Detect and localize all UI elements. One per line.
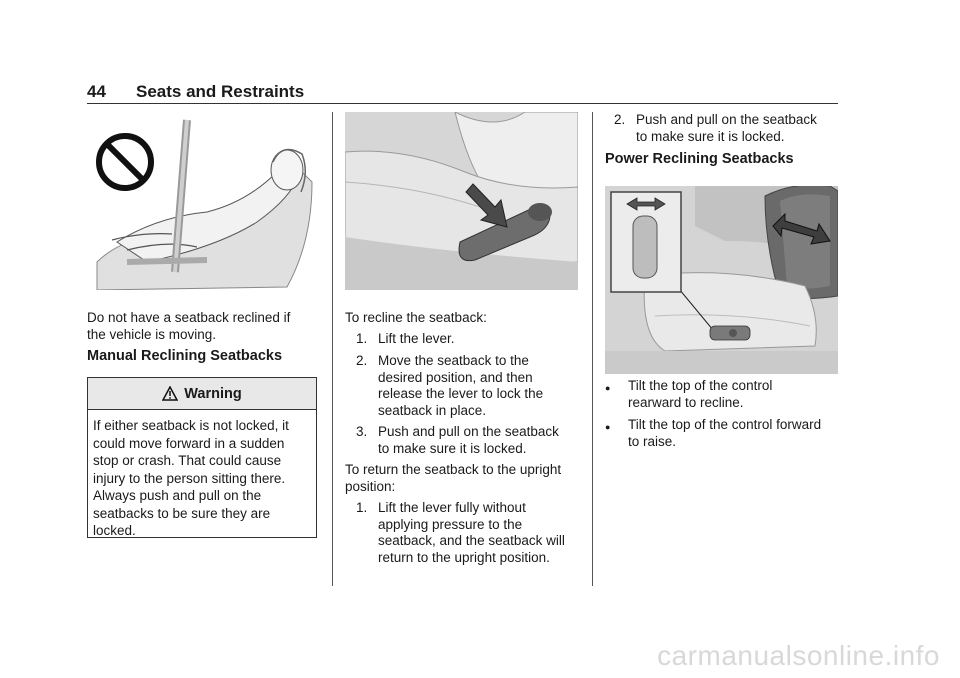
step-text: Push and pull on the seatback to make su…	[636, 112, 817, 145]
bullet-icon: ●	[605, 383, 611, 393]
step-number: 3.	[356, 424, 368, 439]
step-line: Lift the lever fully without	[378, 500, 526, 515]
bullet-icon: ●	[605, 422, 611, 432]
warning-line: If either seatback is not locked, it	[93, 418, 289, 433]
warning-text: If either seatback is not locked, it cou…	[88, 410, 316, 540]
return-intro: To return the seatback to the upright po…	[345, 462, 561, 495]
step-number: 2.	[356, 353, 368, 368]
step-text: Lift the lever fully without applying pr…	[378, 500, 565, 566]
power-reclining-heading: Power Reclining Seatbacks	[605, 151, 794, 167]
column-divider-1	[332, 112, 333, 586]
section-title: Seats and Restraints	[136, 82, 305, 101]
step-number: 2.	[614, 112, 626, 127]
warning-line: seatbacks to be sure they are	[93, 505, 271, 521]
step-line: Lift the lever.	[378, 331, 455, 346]
bullet-text: Tilt the top of the control forward to r…	[628, 417, 821, 450]
manual-reclining-heading: Manual Reclining Seatbacks	[87, 348, 283, 364]
step-number: 1.	[356, 331, 368, 346]
step-text: Push and pull on the seatback to make su…	[378, 424, 559, 457]
warning-line: locked.	[93, 523, 136, 538]
header-rule	[87, 103, 838, 104]
page-number: 44	[87, 82, 106, 101]
bullet-text: Tilt the top of the control rearward to …	[628, 378, 772, 411]
step-line: Push and pull on the seatback	[636, 112, 817, 127]
warning-triangle-icon	[162, 386, 179, 401]
warning-title: Warning	[184, 385, 242, 402]
step-line: to make sure it is locked.	[378, 440, 527, 456]
step-line: seatback, and the seatback will	[378, 533, 565, 548]
bullet-line: to raise.	[628, 433, 677, 449]
watermark: carmanualsonline.info	[657, 640, 940, 671]
step-line: return to the upright position.	[378, 549, 550, 565]
warning-box: Warning If either seatback is not locked…	[87, 377, 317, 538]
warning-line: could move forward in a sudden	[93, 435, 285, 451]
step-line: to make sure it is locked.	[636, 128, 785, 144]
warning-header: Warning	[88, 378, 316, 410]
reclined-passenger-illustration	[87, 112, 315, 290]
caption-line: the vehicle is moving.	[87, 326, 217, 342]
column-divider-2	[592, 112, 593, 586]
step-line: applying pressure to the	[378, 516, 523, 532]
warning-line: Always push and pull on the	[93, 488, 262, 503]
warning-line: injury to the person sitting there.	[93, 470, 286, 486]
return-line: To return the seatback to the upright	[345, 462, 562, 477]
power-control-illustration	[605, 186, 838, 374]
warning-line: stop or crash. That could cause	[93, 453, 282, 468]
caption-line: Do not have a seatback reclined if	[87, 310, 291, 325]
return-line: position:	[345, 478, 396, 494]
bullet-line: rearward to recline.	[628, 394, 744, 410]
step-line: Push and pull on the seatback	[378, 424, 559, 439]
bullet-line: Tilt the top of the control	[628, 378, 773, 393]
recline-intro: To recline the seatback:	[345, 310, 487, 325]
step-text: Lift the lever.	[378, 331, 455, 348]
step-line: Move the seatback to the	[378, 353, 529, 368]
bullet-line: Tilt the top of the control forward	[628, 417, 822, 432]
caption: Do not have a seatback reclined if the v…	[87, 310, 290, 343]
step-text: Move the seatback to the desired positio…	[378, 353, 543, 419]
manual-lever-illustration	[345, 112, 578, 290]
step-line: release the lever to lock the	[378, 386, 544, 401]
step-number: 1.	[356, 500, 368, 515]
step-line: seatback in place.	[378, 402, 487, 418]
step-line: desired position, and then	[378, 369, 533, 385]
